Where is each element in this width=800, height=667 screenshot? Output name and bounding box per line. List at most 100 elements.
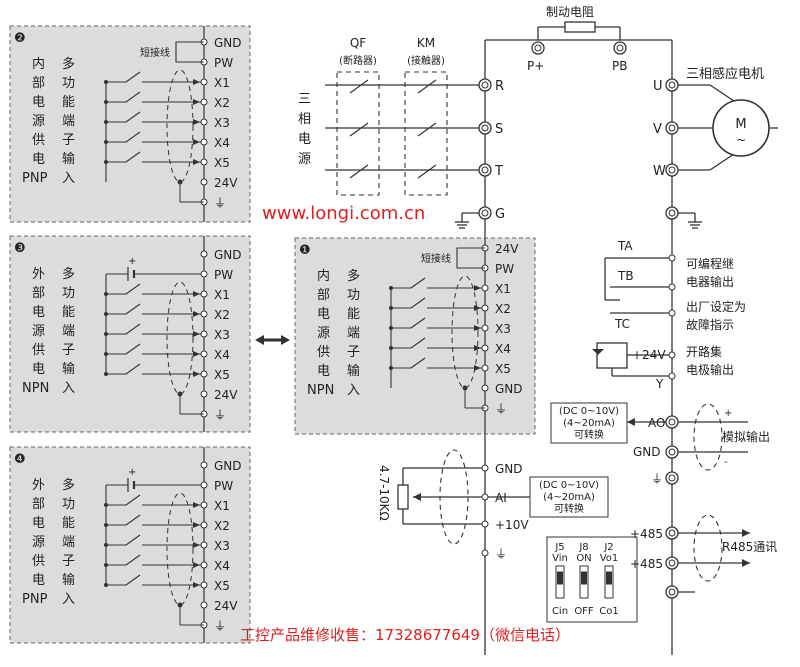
- side-label: 内: [32, 56, 45, 72]
- rs485-a-label: +485: [630, 527, 663, 541]
- panel-p2-5-terminal: [200, 138, 208, 146]
- watermark-contact: 工控产品维修收售：17328677649（微信电话）: [240, 626, 570, 644]
- terminal-label: 24V: [495, 242, 519, 256]
- side-label: PNP: [22, 592, 48, 607]
- side-label: 电: [32, 573, 45, 588]
- panel-p3-0-terminal: [200, 250, 208, 258]
- motor-icon: [712, 99, 770, 157]
- terminal-label: X4: [214, 136, 230, 150]
- side-label: 端: [62, 324, 75, 339]
- terminal-label: X2: [214, 519, 230, 533]
- terminal-label: X1: [214, 76, 230, 90]
- jumper-bottom: Cin: [552, 606, 568, 617]
- side-label: 多: [347, 268, 360, 284]
- p-plus-terminal-inner: [534, 44, 542, 52]
- terminal-label: GND: [214, 36, 242, 50]
- side-label: 子: [62, 554, 75, 569]
- info-boxes: [529, 402, 638, 623]
- rs485-b-terminal-inner: [668, 559, 676, 567]
- panel-p4-6-terminal: [200, 581, 208, 589]
- brake-resistor-label: 制动电阻: [546, 5, 594, 19]
- side-label: 能: [62, 95, 75, 110]
- panel-p4-7-terminal: [200, 601, 208, 609]
- panel-p4-0-terminal: [200, 461, 208, 469]
- jumper-top: ON: [576, 553, 591, 564]
- side-label: 电: [32, 305, 45, 320]
- ai-term-label: GND: [495, 462, 523, 476]
- oc-y-terminal: [668, 372, 676, 380]
- side-label: 入: [62, 592, 75, 607]
- side-label: 供: [32, 133, 45, 148]
- side-label: NPN: [22, 381, 49, 396]
- side-label: 入: [347, 383, 360, 398]
- side-label: 部: [317, 288, 330, 303]
- terminal-label: PW: [214, 56, 233, 70]
- terminal-label-W: W: [653, 164, 666, 179]
- relay-desc: 电器输出: [686, 274, 734, 289]
- terminal-label: X3: [214, 328, 230, 342]
- panel-p3-1-terminal: [200, 270, 208, 278]
- side-label: 子: [62, 133, 75, 148]
- rs485-a-terminal-inner: [668, 529, 676, 537]
- tb-terminal: [668, 283, 676, 291]
- panel-p4-4-terminal: [200, 541, 208, 549]
- side-label: 源: [32, 324, 45, 339]
- oc-24v-terminal: [668, 351, 676, 359]
- terminal-label: X4: [495, 342, 511, 356]
- ai-term-label: AI: [495, 491, 507, 505]
- terminal-label: X4: [214, 559, 230, 573]
- panel-p2-7-terminal: [200, 178, 208, 186]
- km-label: KM: [417, 36, 435, 50]
- side-label: 部: [32, 497, 45, 512]
- side-label: 电: [32, 516, 45, 531]
- ai-2-terminal: [481, 520, 489, 528]
- rs485-desc: R485通讯: [722, 540, 777, 554]
- side-label: NPN: [307, 383, 334, 398]
- panel-p1-2-terminal: [481, 284, 489, 292]
- side-label: PNP: [22, 171, 48, 186]
- switch-contacts: [349, 79, 437, 179]
- potentiometer-label: 4.7-10KΩ: [377, 465, 391, 521]
- motor-ground-terminal-inner: [668, 209, 676, 217]
- side-label: 输: [62, 361, 75, 377]
- jumper-bottom: OFF: [574, 606, 594, 617]
- ai-0-terminal: [481, 464, 489, 472]
- side-label: 部: [32, 286, 45, 301]
- side-label: 电: [32, 362, 45, 377]
- ground-icon: ⏚: [495, 402, 507, 416]
- terminal-label: X2: [495, 302, 511, 316]
- panel-p4-5-terminal: [200, 561, 208, 569]
- source-label: 相: [298, 112, 311, 127]
- terminal-label: X5: [214, 156, 230, 170]
- panel-p1-7-terminal: [481, 384, 489, 392]
- ao-label: AO: [648, 416, 665, 430]
- panel-p2-3-terminal: [200, 98, 208, 106]
- tc-terminal: [668, 309, 676, 317]
- terminal-label: X5: [495, 362, 511, 376]
- panel-number: ❶: [299, 243, 311, 258]
- ta-terminal: [668, 254, 676, 262]
- terminal-label: GND: [214, 459, 242, 473]
- panel-p4-1-terminal: [200, 481, 208, 489]
- side-label: 入: [62, 171, 75, 186]
- ao-box-line: (4~20mA): [563, 418, 615, 429]
- side-label: 电: [317, 364, 330, 379]
- terminal-label-R: R: [495, 79, 504, 94]
- side-label: 端: [347, 326, 360, 341]
- terminal-label-S: S: [495, 122, 503, 137]
- ai-ground-terminal: [481, 549, 489, 557]
- terminal-label-V: V: [653, 122, 662, 137]
- side-label: 能: [62, 516, 75, 531]
- panel-p2-4-terminal: [200, 118, 208, 126]
- side-label: 外: [32, 478, 45, 493]
- side-label: 源: [317, 326, 330, 341]
- side-label: 能: [62, 305, 75, 320]
- terminal-label: PW: [214, 479, 233, 493]
- side-label: 电: [317, 307, 330, 322]
- side-label: 子: [62, 343, 75, 358]
